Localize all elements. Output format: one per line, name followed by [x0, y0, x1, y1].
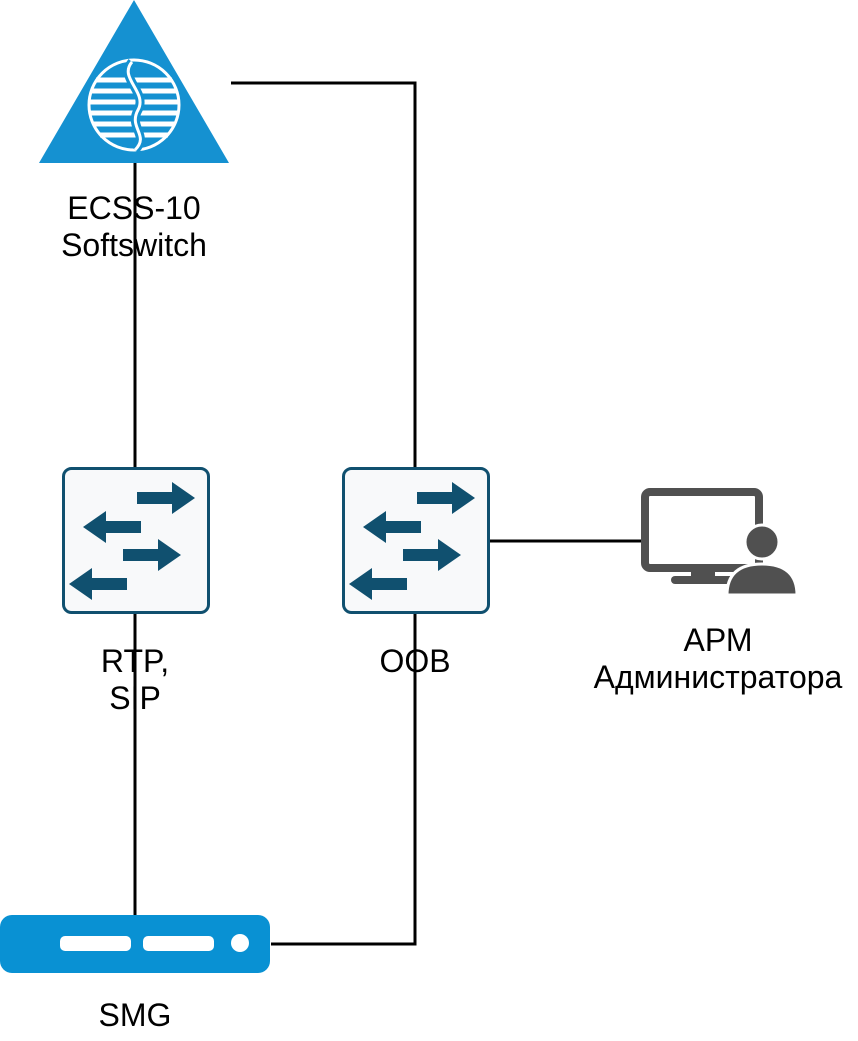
ecss-label: ECSS-10 Softswitch — [61, 190, 207, 263]
edge-oob-switch-to-smg — [271, 613, 417, 946]
rtp-sip-switch-label: RTP, SIP — [100, 643, 170, 716]
rtp-sip-switch-icon[interactable] — [62, 467, 210, 614]
softswitch-triangle-icon[interactable] — [39, 0, 229, 163]
gateway-device-icon[interactable] — [0, 915, 270, 973]
oob-switch-icon[interactable] — [342, 467, 490, 614]
edges — [133, 81, 641, 946]
edge-ecss-to-oob-switch — [231, 81, 417, 467]
admin-workstation-icon[interactable] — [641, 488, 799, 597]
arm-label: АРМ Администратора — [593, 622, 843, 695]
oob-switch-label: OOB — [379, 643, 451, 679]
smg-label: SMG — [98, 997, 172, 1033]
